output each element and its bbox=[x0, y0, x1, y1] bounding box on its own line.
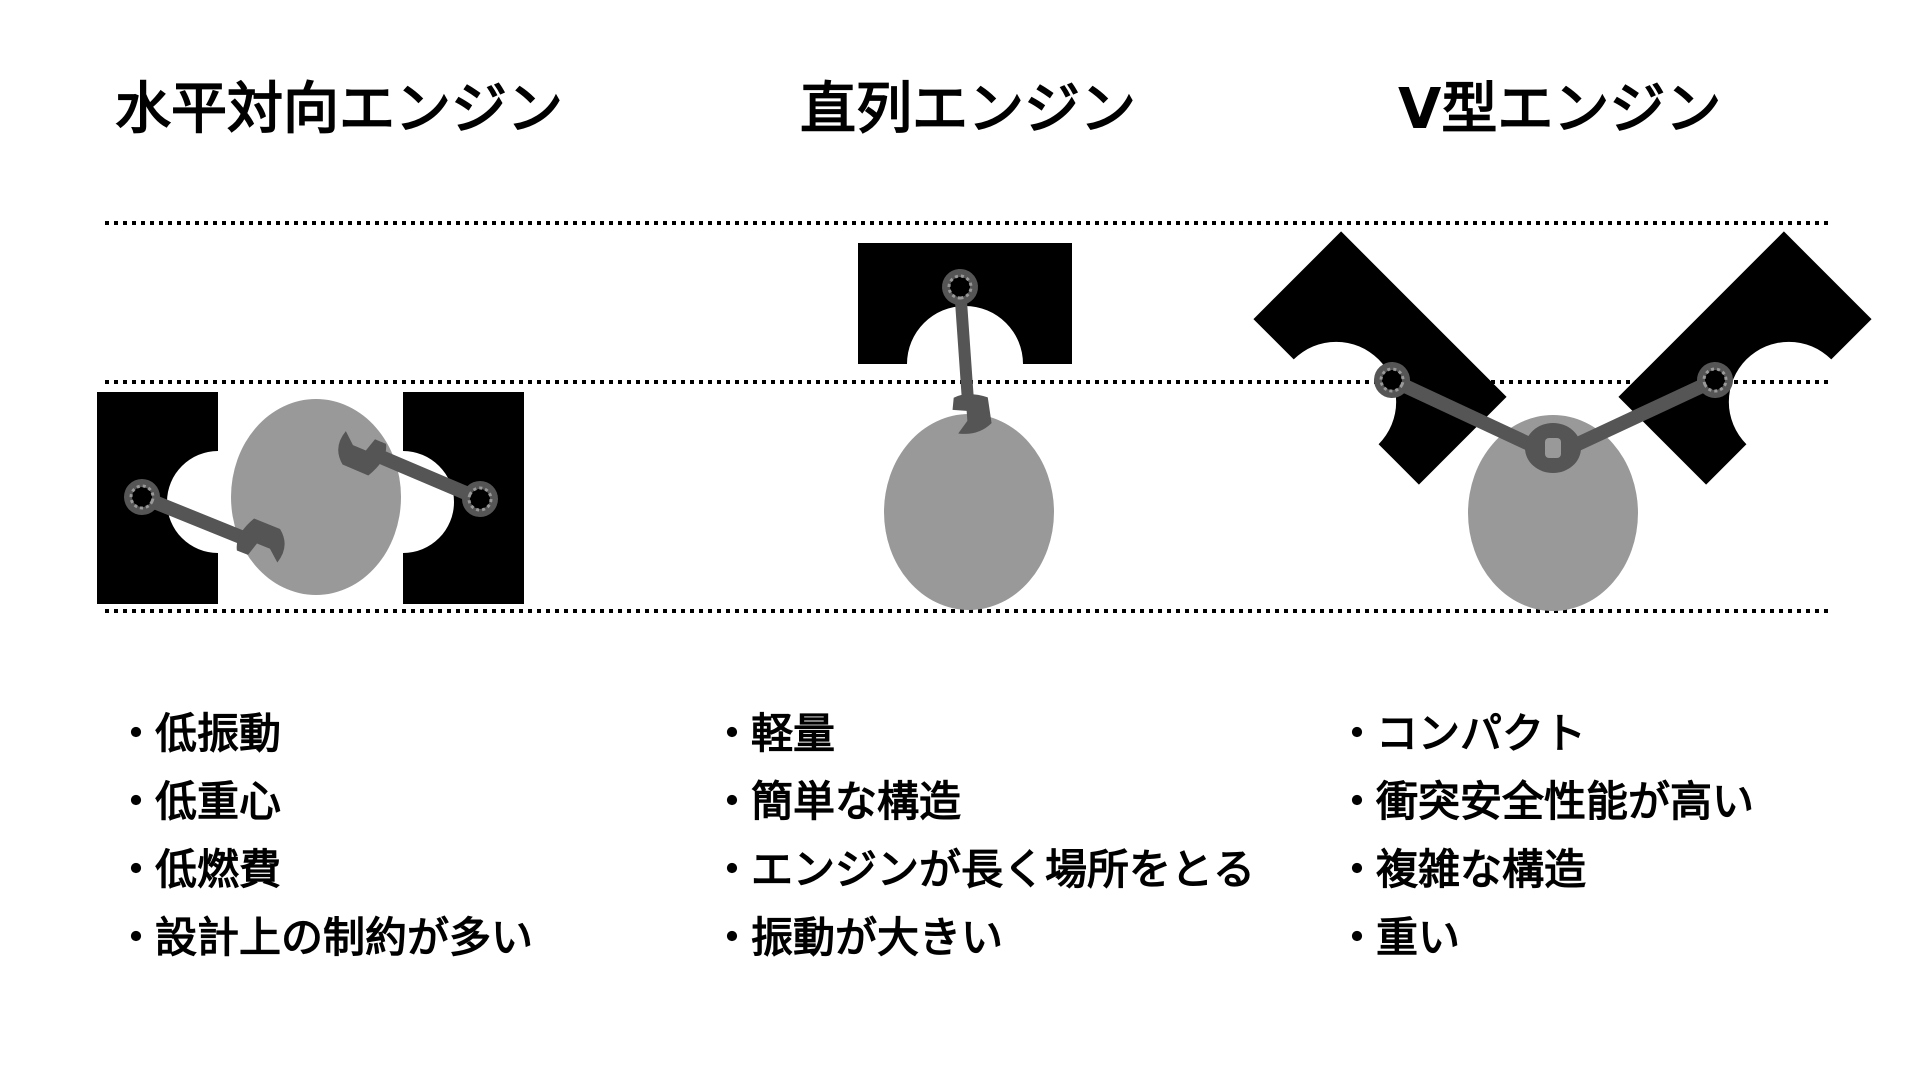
bullet-marker: ・ bbox=[711, 845, 754, 894]
bullet-marker: ・ bbox=[711, 913, 754, 962]
title-v-engine: V型エンジン bbox=[1398, 77, 1722, 142]
list-item: ・複雑な構造 bbox=[1336, 836, 1754, 904]
feature-text: 低重心 bbox=[155, 777, 282, 826]
wrench-icon bbox=[1374, 362, 1540, 453]
feature-text: 重い bbox=[1376, 913, 1461, 962]
list-item: ・コンパクト bbox=[1336, 700, 1754, 768]
feature-text: 低燃費 bbox=[155, 845, 282, 894]
list-item: ・振動が大きい bbox=[711, 904, 1255, 972]
bullet-marker: ・ bbox=[1336, 845, 1379, 894]
bullet-marker: ・ bbox=[115, 845, 158, 894]
list-item: ・低重心 bbox=[115, 768, 533, 836]
bullet-marker: ・ bbox=[711, 777, 754, 826]
list-item: ・エンジンが長く場所をとる bbox=[711, 836, 1255, 904]
list-item: ・低振動 bbox=[115, 700, 533, 768]
feature-text: 複雑な構造 bbox=[1376, 845, 1587, 894]
wrench-icon bbox=[1567, 362, 1733, 453]
list-item: ・設計上の制約が多い bbox=[115, 904, 533, 972]
engine-block-icon bbox=[1253, 231, 1507, 485]
bullet-marker: ・ bbox=[115, 913, 158, 962]
boxer-engine-diagram bbox=[97, 392, 524, 604]
engine-block-icon bbox=[1618, 231, 1872, 485]
crankcase-icon bbox=[884, 414, 1054, 610]
list-item: ・軽量 bbox=[711, 700, 1255, 768]
feature-text: 衝突安全性能が高い bbox=[1376, 777, 1755, 826]
inline-engine-features: ・軽量 ・簡単な構造 ・エンジンが長く場所をとる ・振動が大きい bbox=[711, 700, 1255, 972]
list-item: ・低燃費 bbox=[115, 836, 533, 904]
bullet-marker: ・ bbox=[115, 777, 158, 826]
list-item: ・衝突安全性能が高い bbox=[1336, 768, 1754, 836]
crankcase-icon bbox=[231, 399, 401, 595]
v-engine-features: ・コンパクト ・衝突安全性能が高い ・複雑な構造 ・重い bbox=[1336, 700, 1754, 972]
crankcase-icon bbox=[1468, 415, 1638, 611]
bullet-marker: ・ bbox=[115, 709, 158, 758]
bullet-marker: ・ bbox=[711, 709, 754, 758]
feature-text: 設計上の制約が多い bbox=[155, 913, 534, 962]
boxer-engine-features: ・低振動 ・低重心 ・低燃費 ・設計上の制約が多い bbox=[115, 700, 533, 972]
feature-text: エンジンが長く場所をとる bbox=[751, 845, 1256, 894]
title-inline-engine: 直列エンジン bbox=[800, 77, 1136, 142]
feature-text: 軽量 bbox=[751, 709, 836, 758]
bullet-marker: ・ bbox=[1336, 709, 1379, 758]
wrench-head-icon bbox=[1525, 423, 1581, 473]
v-engine-diagram bbox=[1253, 231, 1872, 611]
feature-text: 振動が大きい bbox=[751, 913, 1004, 962]
list-item: ・簡単な構造 bbox=[711, 768, 1255, 836]
feature-text: コンパクト bbox=[1376, 709, 1587, 758]
inline-engine-diagram bbox=[858, 243, 1072, 610]
list-item: ・重い bbox=[1336, 904, 1754, 972]
feature-text: 低振動 bbox=[155, 709, 282, 758]
title-boxer-engine: 水平対向エンジン bbox=[115, 77, 563, 142]
feature-text: 簡単な構造 bbox=[751, 777, 962, 826]
bullet-marker: ・ bbox=[1336, 777, 1379, 826]
bullet-marker: ・ bbox=[1336, 913, 1379, 962]
